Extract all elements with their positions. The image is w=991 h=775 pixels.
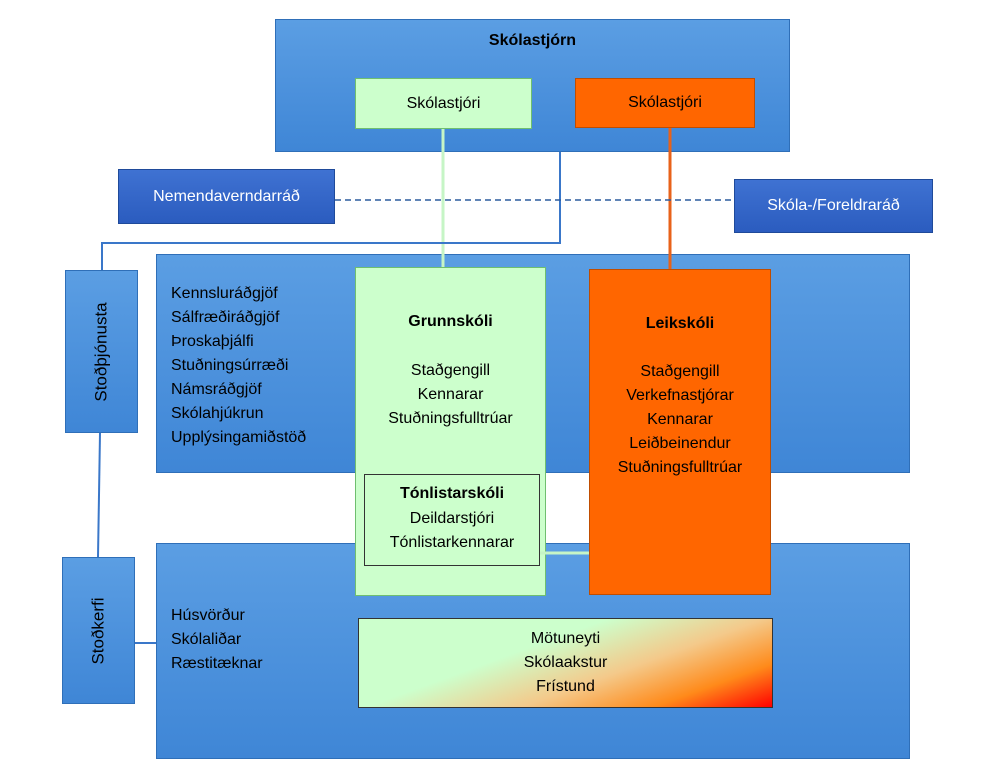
tonlistarskoli-staff-list: Deildarstjóri Tónlistarkennarar [364, 507, 540, 555]
list-item: Deildarstjóri [409, 510, 495, 527]
list-item: Stuðningsfulltrúar [617, 459, 743, 476]
principal-box-preschool: Skólastjóri [575, 78, 755, 128]
student-welfare-council-box: Nemendaverndarráð [118, 169, 335, 224]
connector-board-to-support-services [101, 152, 561, 270]
shared-services-box [358, 618, 773, 708]
list-item: Verkefnastjórar [626, 387, 734, 404]
list-item: Stuðningsfulltrúar [388, 410, 513, 427]
list-item: Þroskaþjálfi [171, 333, 254, 350]
list-item: Leiðbeinendur [629, 435, 731, 452]
list-item: Kennsluráðgjöf [171, 285, 278, 302]
grunnskoli-staff-list: Staðgengill Kennarar Stuðningsfulltrúar [355, 359, 546, 431]
list-item: Kennarar [417, 386, 484, 403]
list-item: Ræstitæknar [171, 655, 263, 672]
support-system-label-box: Stoðkerfi [62, 557, 135, 704]
leikskoli-title: Leikskóli [645, 315, 715, 332]
support-services-list: Kennsluráðgjöf Sálfræðiráðgjöf Þroskaþjá… [171, 282, 306, 450]
school-board-title: Skólastjórn [488, 32, 577, 49]
school-parent-council-box: Skóla-/Foreldraráð [734, 179, 933, 233]
support-system-list: Húsvörður Skólaliðar Ræstitæknar [171, 604, 263, 676]
list-item: Staðgengill [410, 362, 491, 379]
list-item: Sálfræðiráðgjöf [171, 309, 280, 326]
list-item: Staðgengill [640, 363, 720, 380]
list-item: Húsvörður [171, 607, 245, 624]
connector-support-services-to-system [97, 432, 101, 558]
list-item: Frístund [536, 678, 595, 695]
list-item: Námsráðgjöf [171, 381, 262, 398]
tonlistarskoli-box [364, 474, 540, 566]
list-item: Tónlistarkennarar [389, 534, 515, 551]
list-item: Upplýsingamiðstöð [171, 429, 307, 446]
shared-services-list: Mötuneyti Skólaakstur Frístund [358, 627, 773, 699]
leikskoli-box [589, 269, 771, 595]
list-item: Kennarar [647, 411, 713, 428]
grunnskoli-title: Grunnskóli [408, 313, 493, 330]
support-services-label-box: Stoðþjónusta [65, 270, 138, 433]
list-item: Skólaakstur [523, 654, 608, 671]
list-item: Stuðningsúrræði [171, 357, 289, 374]
principal-box-primary: Skólastjóri [355, 78, 532, 129]
tonlistarskoli-title: Tónlistarskóli [399, 485, 505, 502]
list-item: Skólaliðar [171, 631, 242, 648]
list-item: Mötuneyti [530, 630, 601, 647]
list-item: Skólahjúkrun [171, 405, 264, 422]
leikskoli-staff-list: Staðgengill Verkefnastjórar Kennarar Lei… [589, 360, 771, 480]
